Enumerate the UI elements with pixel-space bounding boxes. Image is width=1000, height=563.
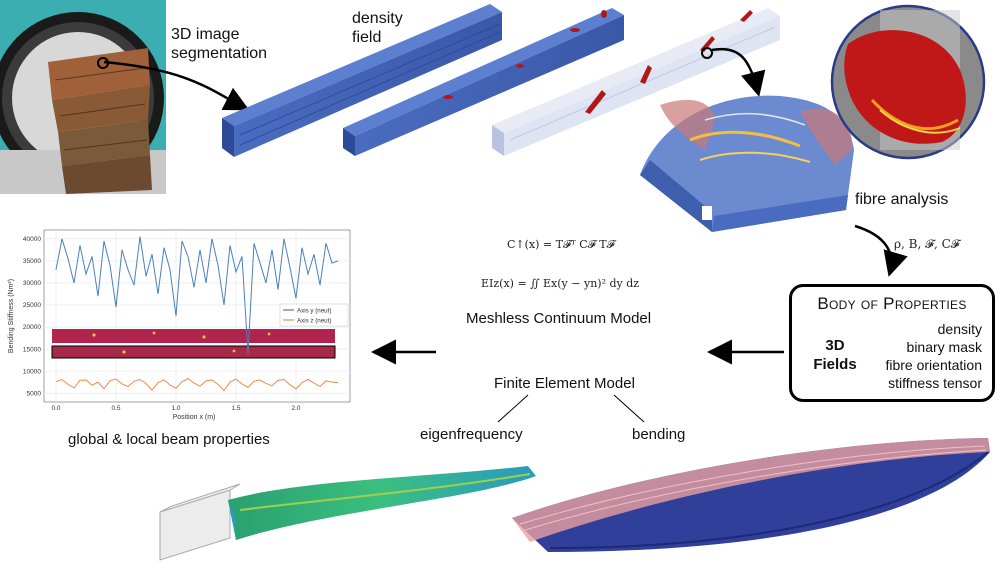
bending-label: bending: [632, 426, 686, 443]
y-tick-label: 20000: [23, 324, 41, 331]
property-binary-mask: binary mask: [906, 339, 982, 355]
fibre-analysis-render: [640, 95, 854, 232]
y-tick-label: 30000: [23, 280, 41, 287]
density-label-line1: density: [352, 10, 403, 27]
arrow-to-fibre-zoom: [711, 47, 766, 97]
fem-model-label: Finite Element Model: [494, 375, 635, 392]
eigenfrequency-label: eigenfrequency: [420, 426, 523, 443]
y-tick-label: 25000: [23, 302, 41, 309]
x-tick-label: 1.0: [171, 405, 180, 412]
density-beam: [343, 8, 624, 156]
chart-y-axis-label: Bending Stiffness (Nm²): [8, 279, 15, 353]
legend-series-z: Axis z (neut): [297, 318, 331, 325]
body-params-label: ρ, B, 𝓕, C𝓕: [894, 237, 960, 251]
x-tick-label: 1.5: [231, 405, 240, 412]
legend-series-y: Axis y (neut): [297, 308, 331, 315]
y-tick-label: 5000: [27, 390, 42, 397]
chart-y-ticks: 5000 10000 15000 20000 25000 30000 35000 40000: [23, 236, 41, 397]
branch-bending: [613, 394, 645, 423]
density-strip-bottom: [51, 345, 336, 359]
body-of-properties-box: Body of Properties 3D Fields density bin…: [789, 284, 995, 402]
series-axis-z-line: [55, 378, 339, 392]
eigenfrequency-fe-beam: [159, 466, 536, 561]
x-tick-label: 0.5: [111, 405, 120, 412]
series-axis-y-line: [55, 236, 339, 354]
property-density: density: [937, 321, 982, 337]
branch-eigenfrequency: [497, 394, 529, 423]
equation-stiffness-tensor: C↑(x) = T𝓕ᵀ C𝓕 T𝓕: [507, 238, 615, 251]
y-tick-label: 10000: [23, 368, 41, 375]
bending-stiffness-chart: 500010000150002000025000300003500040000 …: [8, 229, 351, 421]
segmentation-label-line1: 3D image: [171, 26, 240, 43]
chart-caption: global & local beam properties: [68, 431, 270, 448]
x-tick-label: 2.0: [291, 405, 300, 412]
chart-grid: [44, 230, 350, 402]
y-tick-label: 15000: [23, 346, 41, 353]
fields-label-3d: 3D: [825, 337, 845, 354]
y-tick-label: 40000: [23, 236, 41, 243]
meshless-model-label: Meshless Continuum Model: [466, 310, 652, 327]
segmentation-label-line2: segmentation: [171, 45, 268, 62]
bending-fe-beam: [512, 438, 990, 552]
ct-scanner-photo: [0, 0, 166, 194]
segmented-beam: [222, 4, 502, 157]
chart-x-axis-label: Position x (m): [173, 414, 216, 421]
y-tick-label: 35000: [23, 258, 41, 265]
fields-label-fields: Fields: [813, 356, 857, 373]
arrow-photo-to-segmentation: [103, 60, 250, 111]
density-label-line2: field: [352, 29, 382, 46]
property-stiffness-tensor: stiffness tensor: [888, 375, 982, 391]
chart-x-ticks: 0.0 0.5 1.0 1.5 2.0: [51, 405, 300, 412]
fibre-analysis-label: fibre analysis: [855, 191, 949, 208]
fibre-zoom-circle: [830, 4, 986, 160]
segmentation-label: 3D image segmentation: [171, 25, 267, 63]
body-of-properties-title: Body of Properties: [817, 294, 967, 313]
arrow-to-body-of-properties: [854, 224, 908, 277]
chart-legend: Axis y (neut) Axis z (neut): [279, 303, 349, 327]
density-strip-top: [52, 329, 335, 343]
property-fibre-orientation: fibre orientation: [885, 357, 982, 373]
equation-bending-stiffness: EIz(x) = ∬ Ex(y − yn)² dy dz: [481, 277, 640, 290]
x-tick-label: 0.0: [51, 405, 60, 412]
density-label: density field: [352, 9, 403, 47]
